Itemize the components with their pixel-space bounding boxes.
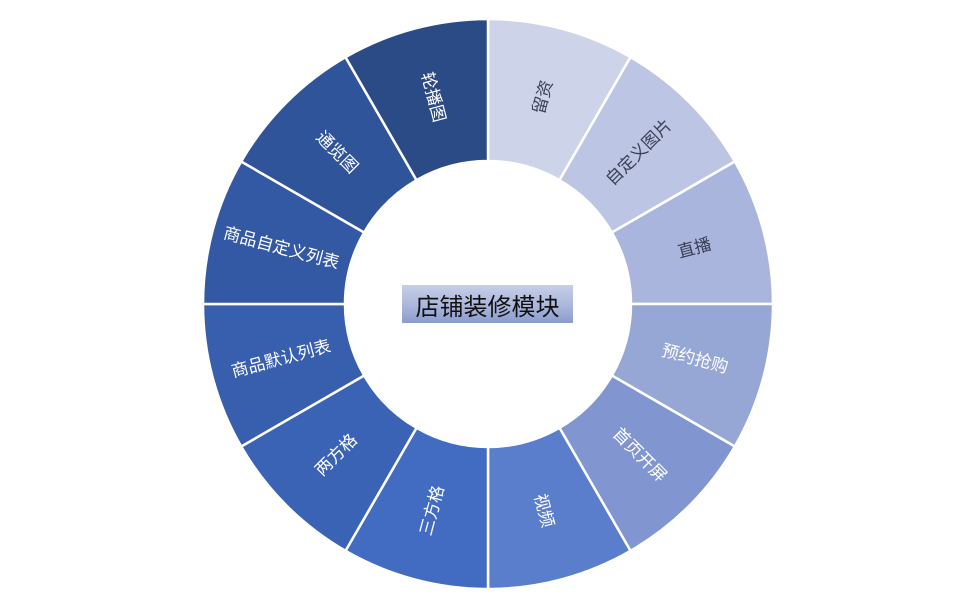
ring-segment[interactable] (343, 17, 490, 182)
center-title: 店铺装修模块 (402, 285, 573, 323)
